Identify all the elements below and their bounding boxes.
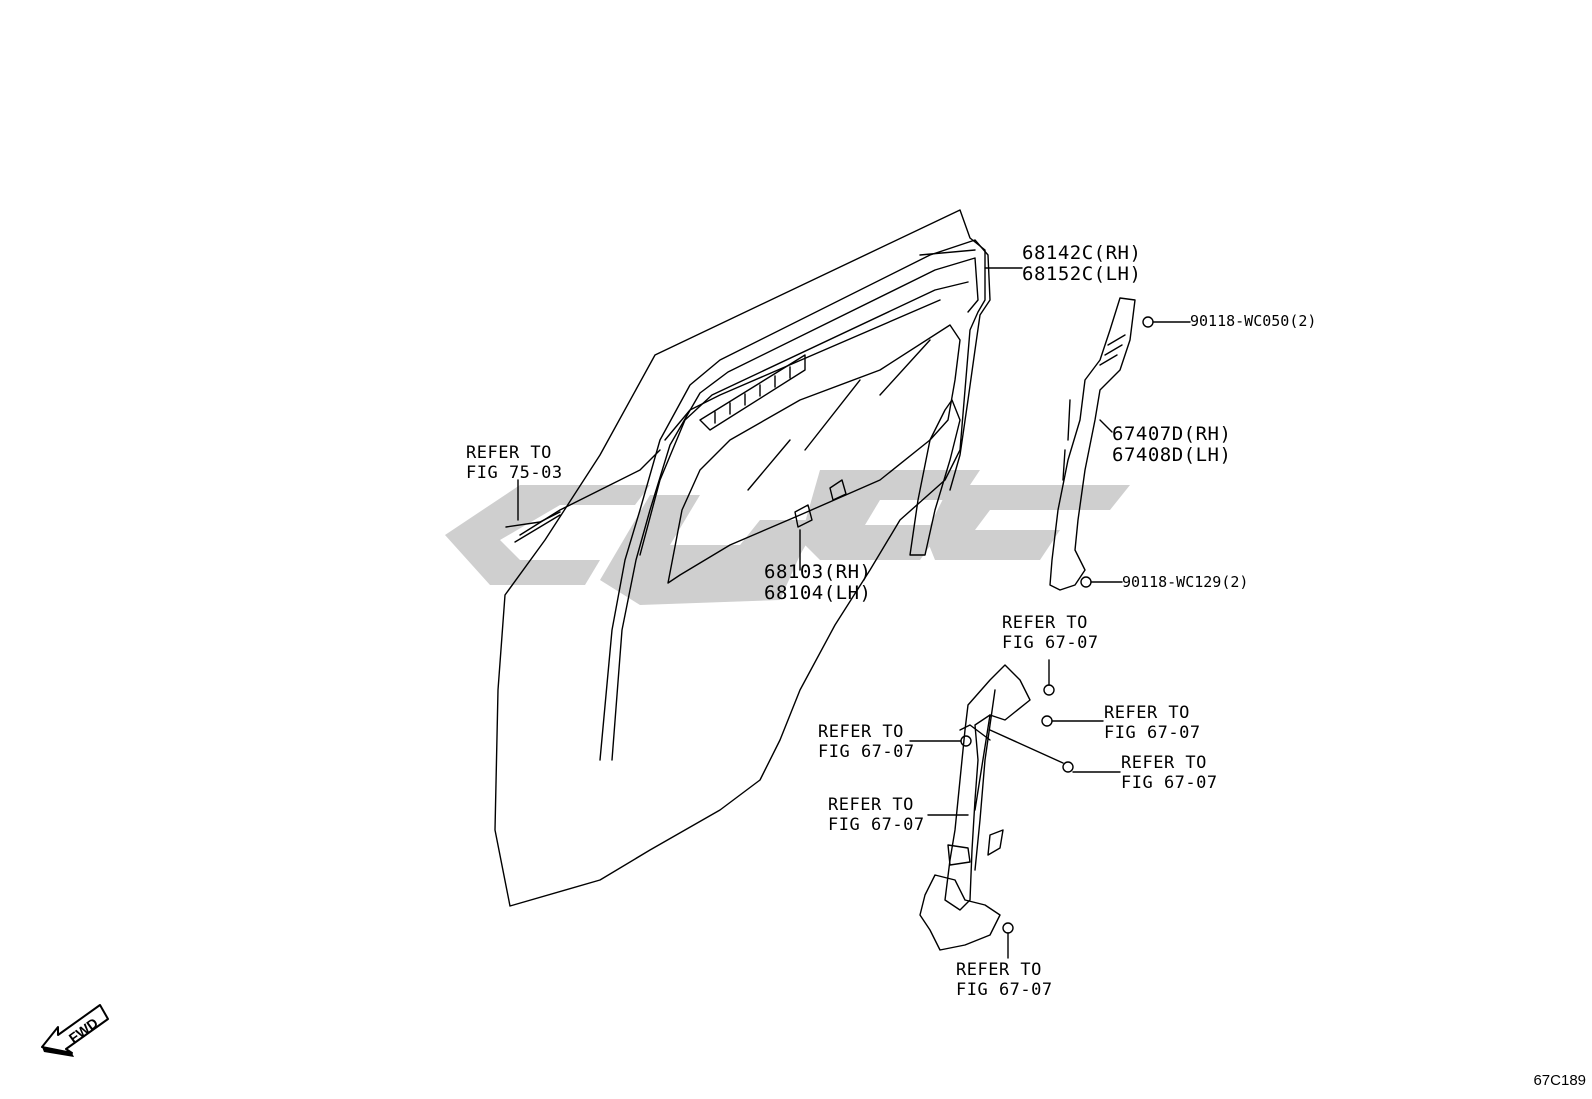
ref-label-b-line1: REFER TO	[1104, 703, 1190, 723]
part-label-door-glass-rh: 68103(RH)	[764, 561, 872, 583]
ref-label-a-line2: FIG 67-07	[1002, 633, 1099, 653]
part-label-rear-channel-lh: 67408D(LH)	[1112, 444, 1232, 466]
ref-label-f-line1: REFER TO	[956, 960, 1042, 980]
door-outer-panel	[494, 209, 986, 907]
part-label-bolt-upper: 90118-WC050(2)	[1190, 312, 1317, 330]
rear-channel	[1049, 297, 1136, 591]
ref-label-c-line1: REFER TO	[818, 722, 904, 742]
watermark-logo	[445, 470, 1130, 605]
ref-label-75-03-line1: REFER TO	[466, 443, 552, 463]
ref-label-b-line2: FIG 67-07	[1104, 723, 1201, 743]
ref-label-c-line2: FIG 67-07	[818, 742, 915, 762]
ref-label-f-line2: FIG 67-07	[956, 980, 1053, 1000]
ref-label-75-03-line2: FIG 75-03	[466, 463, 563, 483]
ref-label-e-line2: FIG 67-07	[828, 815, 925, 835]
part-label-run-channel-lh: 68152C(LH)	[1022, 263, 1142, 285]
part-label-door-glass-lh: 68104(LH)	[764, 582, 872, 604]
ref-label-d-line1: REFER TO	[1121, 753, 1207, 773]
ref-label-a-line1: REFER TO	[1002, 613, 1088, 633]
regulator-motor	[919, 874, 1001, 951]
window-regulator	[944, 664, 1031, 911]
fwd-arrow-icon: FWD	[41, 1004, 109, 1057]
run-channel-frame	[599, 239, 991, 761]
door-glass-outline	[667, 324, 961, 584]
part-label-rear-channel-rh: 67407D(RH)	[1112, 423, 1232, 445]
figure-id: 67C189	[1533, 1072, 1586, 1089]
ref-label-e-line1: REFER TO	[828, 795, 914, 815]
part-label-run-channel-rh: 68142C(RH)	[1022, 242, 1142, 264]
part-label-bolt-lower: 90118-WC129(2)	[1122, 573, 1249, 591]
ref-label-d-line2: FIG 67-07	[1121, 773, 1218, 793]
